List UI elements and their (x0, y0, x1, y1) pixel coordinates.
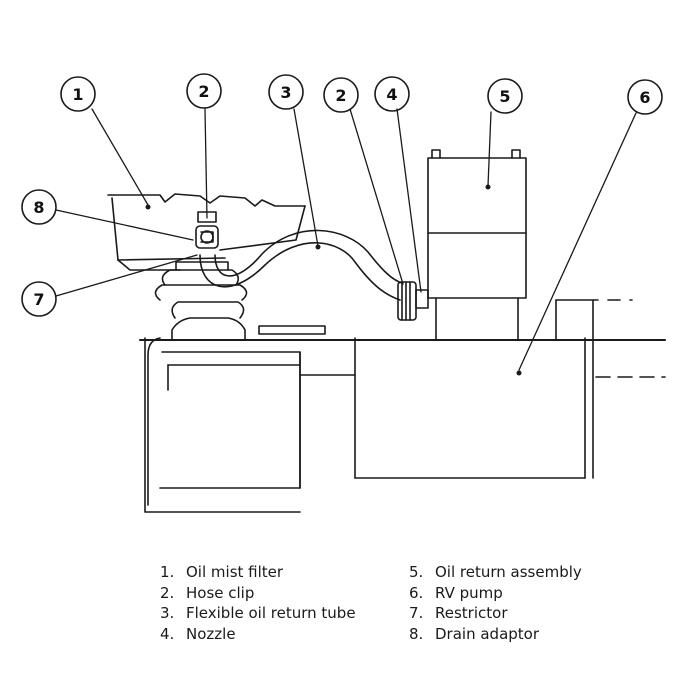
legend-number: 6. (409, 583, 424, 602)
legend-item: 3. Flexible oil return tube (160, 603, 356, 624)
oil-return-assembly (427, 149, 527, 341)
callout-number-3: 3 (280, 83, 291, 102)
callout-number-5: 5 (499, 87, 510, 106)
drain-adaptor-stack (154, 261, 248, 341)
callout-number-2b: 2 (335, 86, 346, 105)
legend-item: 7. Restrictor (409, 603, 582, 624)
legend-label: Hose clip (186, 583, 255, 602)
callout-circle-2b (323, 77, 359, 113)
legend-item: 1. Oil mist filter (160, 562, 356, 583)
callout-circle-6 (627, 79, 663, 115)
oil-mist-filter (107, 193, 306, 271)
callout-number-1: 1 (72, 85, 83, 104)
callout-circles (21, 73, 663, 317)
legend-label: Nozzle (186, 625, 236, 644)
legend-item: 2. Hose clip (160, 583, 356, 604)
callout-circle-4 (374, 76, 410, 112)
flexible-oil-return-tube (199, 229, 403, 301)
rv-pump-body (139, 299, 666, 513)
legend-number: 1. (160, 563, 175, 581)
callout-number-2: 2 (198, 82, 209, 101)
callout-circle-3 (268, 74, 304, 110)
legend-item: 6. RV pump (409, 583, 582, 604)
leader-lines (55, 108, 637, 371)
legend-label: Oil mist filter (186, 563, 284, 581)
legend-number: 2. (160, 583, 175, 602)
callout-number-6: 6 (639, 88, 650, 107)
legend-label: Oil return assembly (435, 563, 582, 581)
callout-circle-5 (487, 78, 523, 114)
callout-number-7: 7 (33, 290, 44, 309)
parts-legend: 1. Oil mist filter 2. Hose clip 3. Flexible… (0, 562, 700, 662)
callout-circle-1 (60, 76, 96, 112)
legend-label: Restrictor (435, 604, 508, 623)
leader-dots (145, 184, 522, 376)
legend-number: 7. (409, 604, 424, 623)
legend-label: RV pump (435, 583, 503, 602)
legend-number: 3. (160, 604, 175, 623)
legend-item: 5. Oil return assembly (409, 562, 582, 583)
legend-column-left: 1. Oil mist filter 2. Hose clip 3. Flexible… (160, 562, 356, 645)
legend-item: 8. Drain adaptor (409, 624, 582, 645)
callout-number-4: 4 (386, 85, 397, 104)
legend-number: 5. (409, 563, 424, 581)
legend-label: Flexible oil return tube (186, 604, 356, 623)
pump-end-hose-clip (397, 281, 429, 321)
legend-item: 4. Nozzle (160, 624, 356, 645)
callout-circle-2 (186, 73, 222, 109)
legend-column-right: 5. Oil return assembly 6. RV pump 7. Restri… (409, 562, 582, 645)
callout-number-8: 8 (33, 198, 44, 217)
drain-adaptor (195, 211, 219, 249)
callout-circle-8 (21, 189, 57, 225)
callout-circle-7 (21, 281, 57, 317)
legend-label: Drain adaptor (435, 625, 540, 644)
legend-number: 4. (160, 625, 175, 644)
legend-number: 8. (409, 625, 424, 644)
